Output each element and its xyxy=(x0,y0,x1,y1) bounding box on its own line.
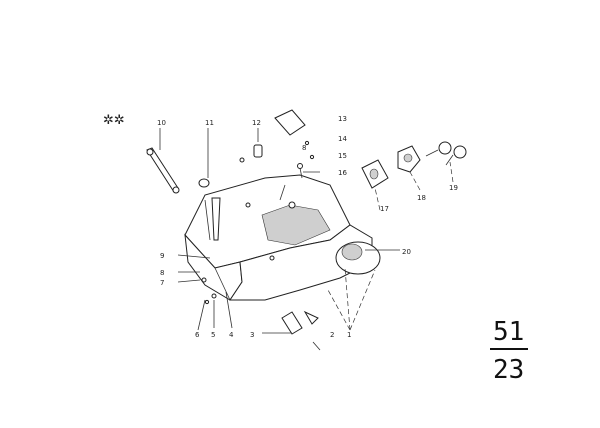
callout-3: 3 xyxy=(250,331,254,339)
lower-fasteners xyxy=(201,277,321,351)
callout-1: 1 xyxy=(347,331,351,339)
group-code-top: 51 xyxy=(493,317,524,347)
callout-13: 13 xyxy=(338,115,347,123)
callout-9: 9 xyxy=(160,252,164,260)
callout-7: 7 xyxy=(160,279,164,287)
part-17-lock-housing xyxy=(361,159,389,189)
callout-18: 18 xyxy=(417,194,426,202)
group-code: 51 23 xyxy=(490,317,528,385)
callout-4: 4 xyxy=(229,331,234,339)
callout-15: 15 xyxy=(338,152,347,160)
part-10-strap xyxy=(146,147,180,194)
part-18-lock-cylinder xyxy=(397,145,421,173)
callout-16: 16 xyxy=(338,169,347,177)
callout-11: 11 xyxy=(205,119,214,127)
callout-6: 6 xyxy=(195,331,200,339)
group-code-bottom: 23 xyxy=(493,355,524,385)
callout-14: 14 xyxy=(338,135,347,143)
callout-2: 2 xyxy=(330,331,334,339)
callout-10: 10 xyxy=(157,119,166,127)
callout-8-lower: 8 xyxy=(160,269,164,277)
part-12-latch xyxy=(239,144,263,163)
part-19-keys xyxy=(425,141,467,166)
part-11-hinge-rod xyxy=(198,178,221,241)
marker-symbols: ✲✲ xyxy=(103,113,125,128)
part-14-16-screws xyxy=(297,140,315,179)
part-13-bracket xyxy=(274,109,306,136)
callout-12: 12 xyxy=(252,119,261,127)
callout-labels: 10 11 12 13 14 8 15 16 17 18 19 20 9 8 7… xyxy=(157,115,458,339)
leader-lines xyxy=(159,128,454,334)
callout-5: 5 xyxy=(211,331,215,339)
callout-20: 20 xyxy=(402,248,411,256)
glovebox-housing xyxy=(184,174,381,301)
callout-19: 19 xyxy=(449,184,458,192)
callout-17: 17 xyxy=(380,205,389,213)
callout-8-upper: 8 xyxy=(302,144,306,152)
